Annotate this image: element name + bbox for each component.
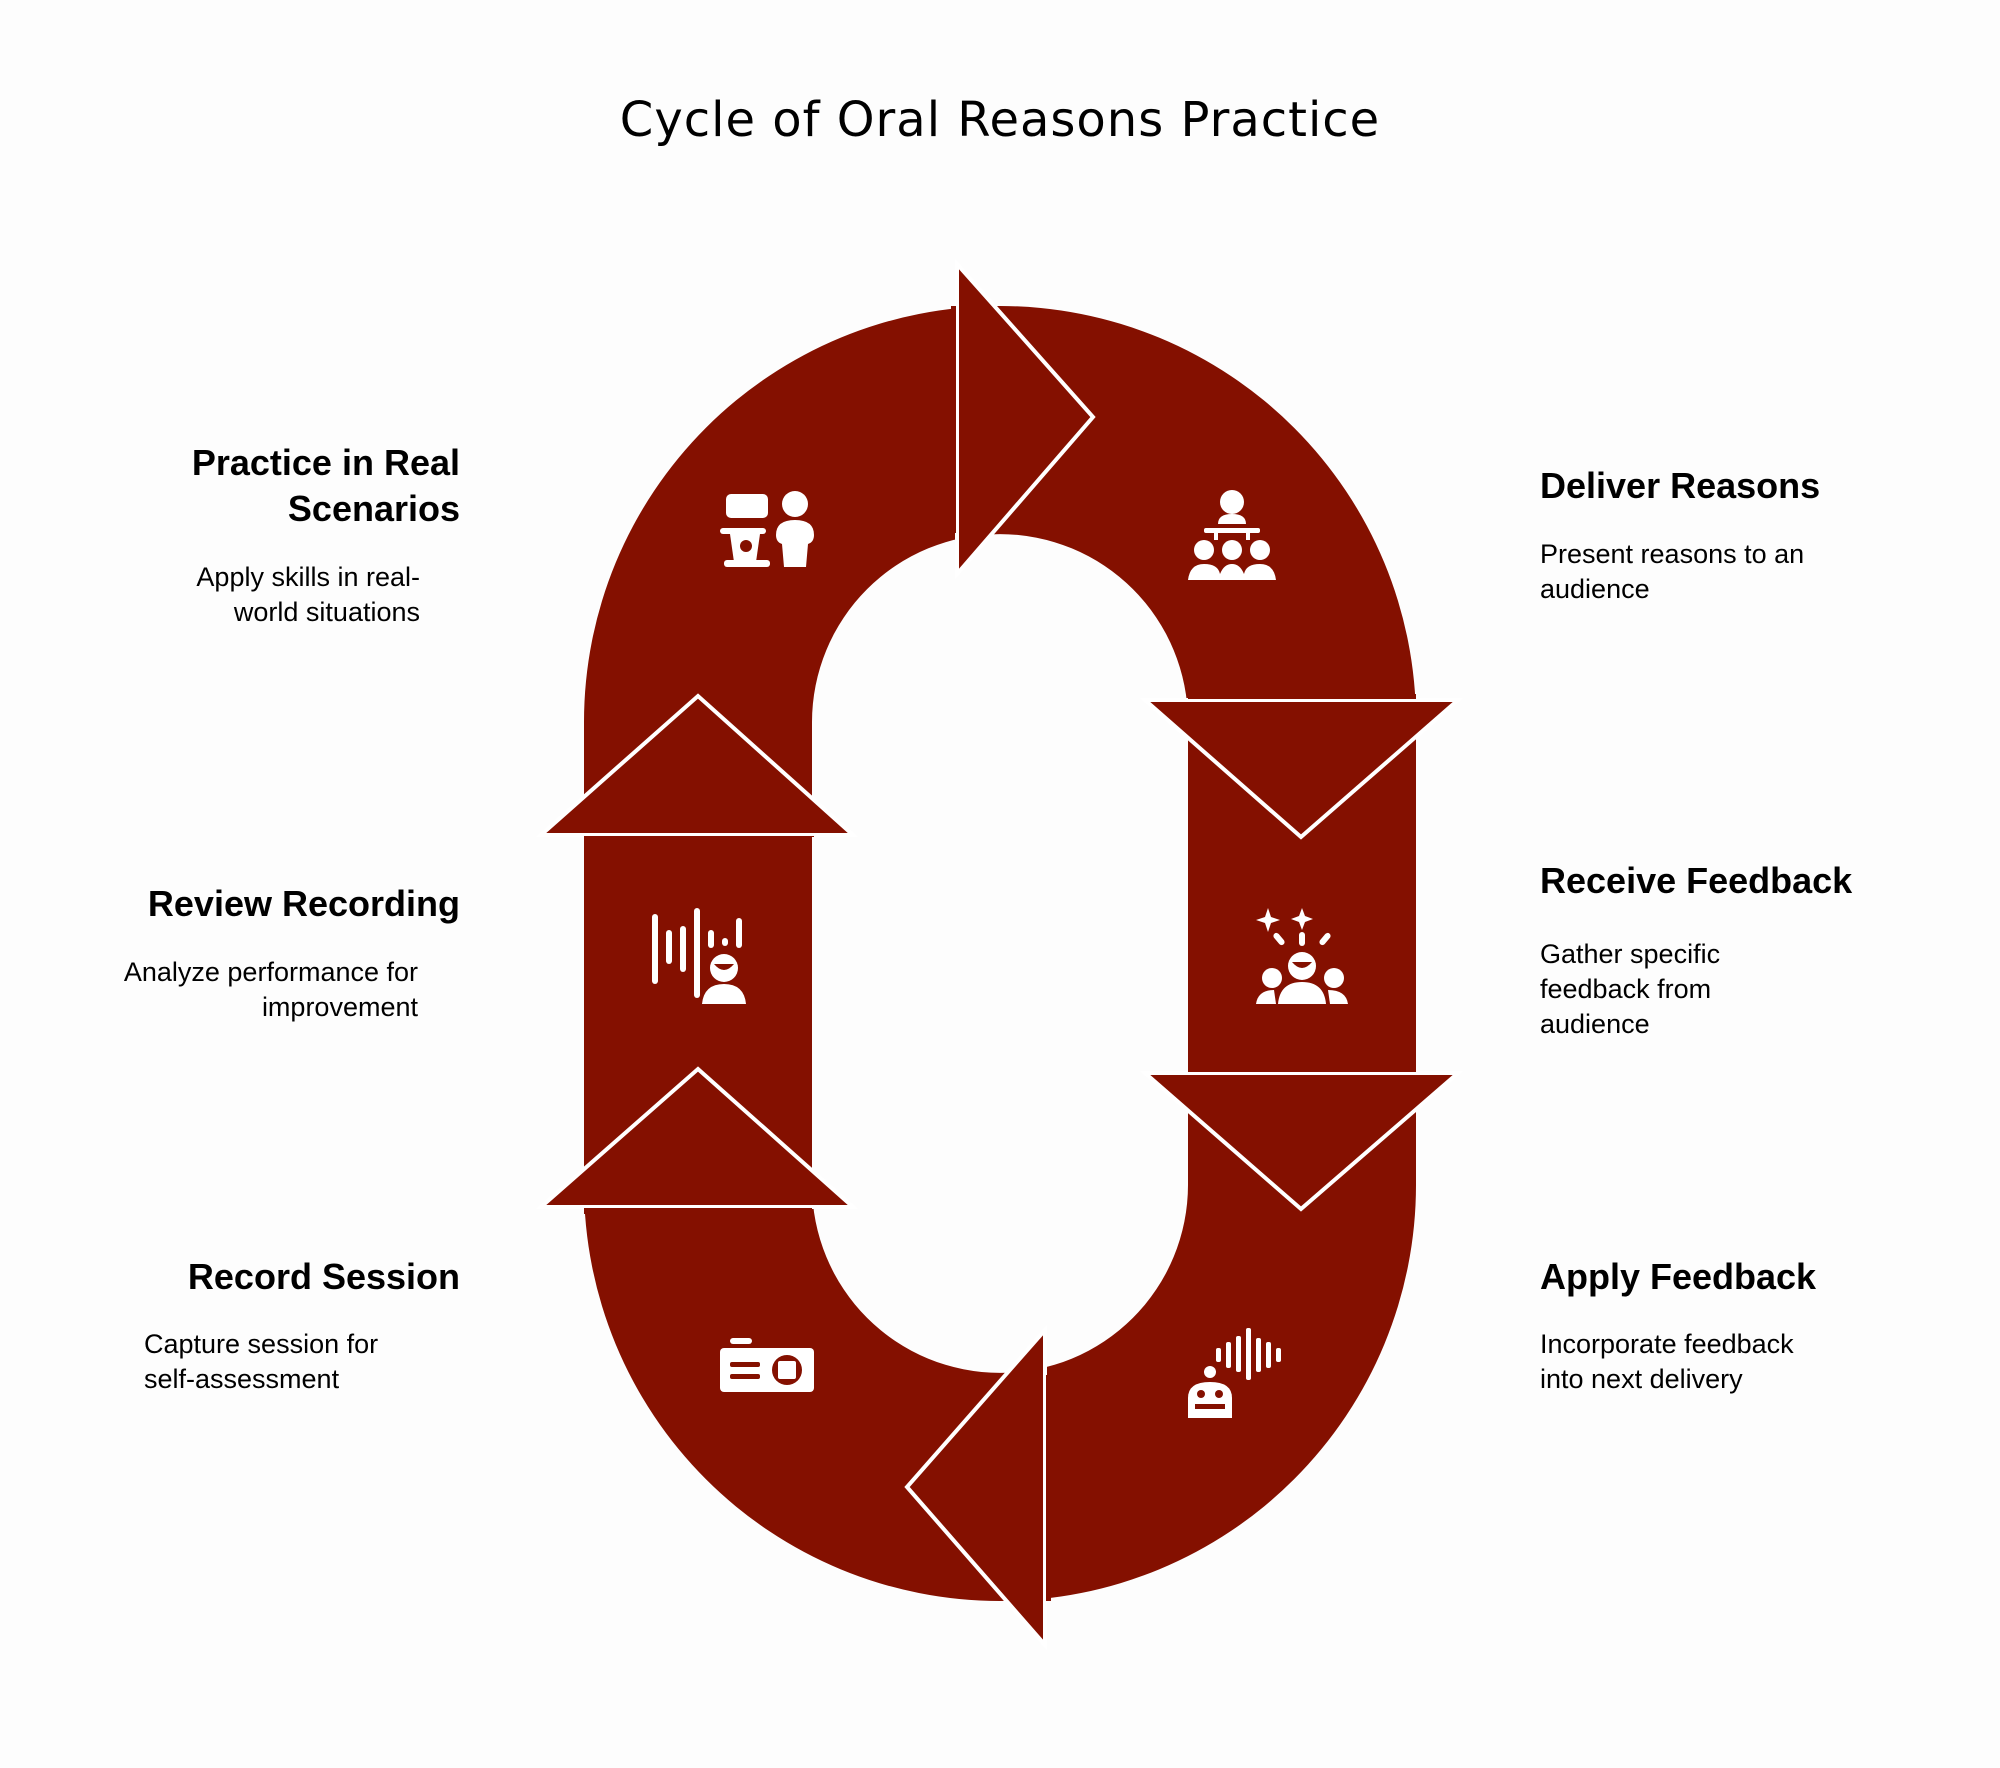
step-practice-in-real-scenarios: Practice in Real Scenarios [140,440,460,532]
arrowhead-right-lower [1139,1071,1464,1212]
cycle-ring [584,306,1416,1601]
arrowhead-left-upper [535,693,859,837]
step-description-text: Present reasons to an audience [1540,539,1805,604]
step-title: Review Recording [147,883,460,924]
step-deliver-reasons: Deliver Reasons [1540,463,1940,509]
step-description-text: Gather specific feedback from audience [1540,939,1721,1039]
recorder-icon [720,1338,814,1392]
audio-review-icon [652,908,746,1004]
arrowhead-top [955,258,1096,580]
step-description: Apply skills in real-world situations [160,560,420,630]
step-description-text: Apply skills in real-world situations [196,562,420,627]
diagram-title: Cycle of Oral Reasons Practice [619,92,1381,148]
audience-feedback-icon [1256,908,1348,1004]
robot-voice-icon [1188,1328,1281,1418]
podium-speaker-icon [720,491,814,567]
step-title: Practice in Real Scenarios [191,442,460,529]
step-description-text: Incorporate feedback into next delivery [1540,1329,1794,1394]
step-apply-feedback: Apply Feedback [1540,1254,1940,1300]
presenter-audience-icon [1188,490,1276,580]
step-title: Deliver Reasons [1540,465,1821,506]
step-description: Gather specific feedback from audience [1540,937,1770,1042]
step-description-text: Analyze performance for improvement [123,957,418,1022]
step-record-session: Record Session [60,1254,460,1300]
step-description: Analyze performance for improvement [120,955,418,1025]
arrowhead-bottom [904,1324,1047,1651]
step-description-text: Capture session for self-assessment [144,1329,379,1394]
step-description: Capture session for self-assessment [144,1327,414,1397]
step-review-recording: Review Recording [60,881,460,927]
step-title: Record Session [187,1256,460,1297]
step-receive-feedback: Receive Feedback [1540,858,1980,904]
arrowhead-left-lower [535,1066,859,1209]
step-description: Incorporate feedback into next delivery [1540,1327,1840,1397]
step-title: Apply Feedback [1540,1256,1817,1297]
arrowhead-right-upper [1139,698,1464,840]
step-description: Present reasons to an audience [1540,537,1870,607]
step-title: Receive Feedback [1540,860,1853,901]
